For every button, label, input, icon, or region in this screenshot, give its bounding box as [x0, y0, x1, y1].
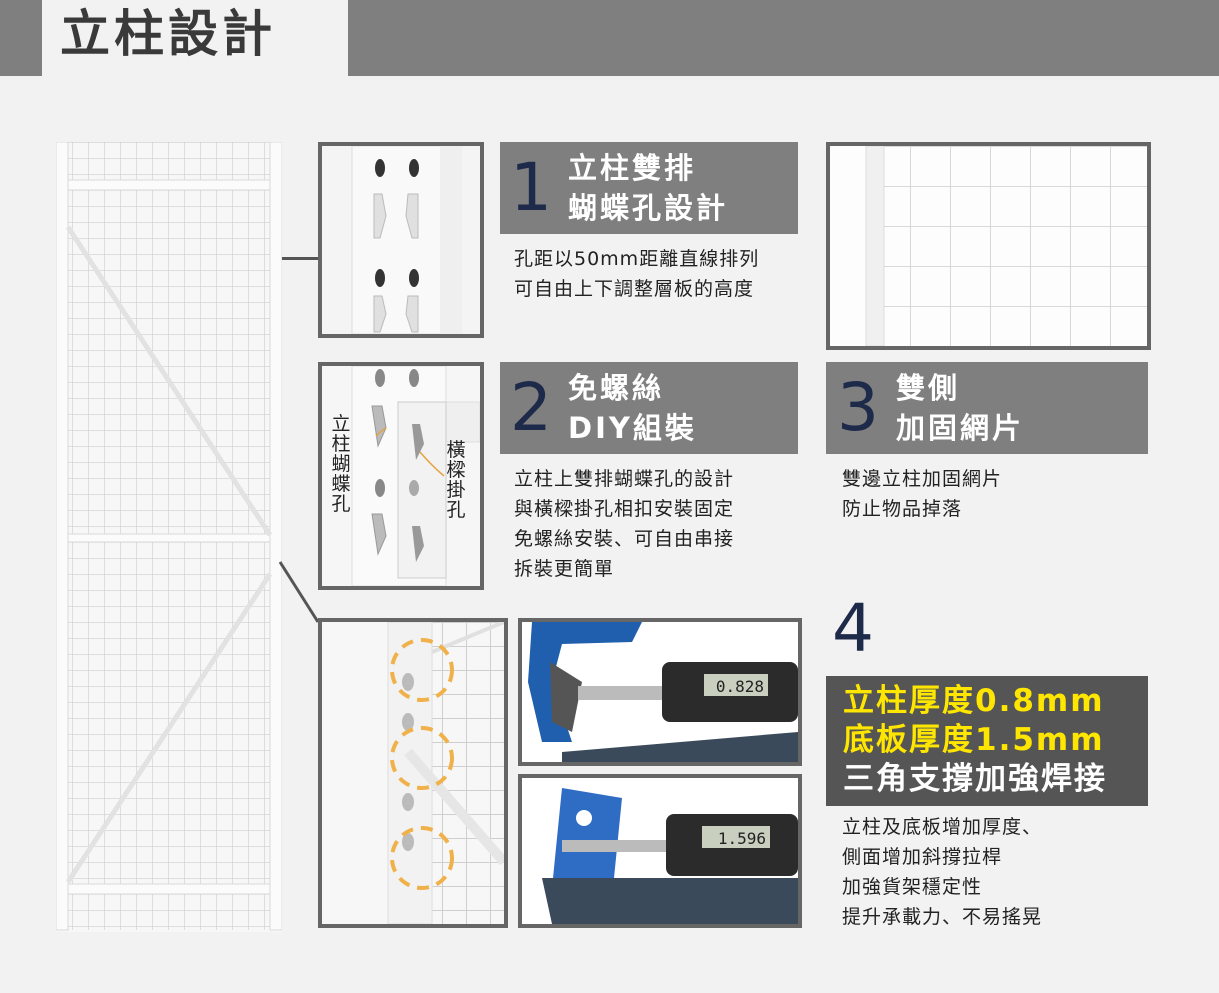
- desc-line: 防止物品掉落: [842, 498, 963, 520]
- step4-highlight-box: 立柱厚度0.8mm 底板厚度1.5mm 三角支撐加強焊接: [826, 676, 1148, 806]
- label-char: 蝴: [331, 453, 351, 475]
- label-char: 橫: [446, 439, 466, 461]
- post-holes-image: [318, 142, 484, 338]
- step1-title-line: 立柱雙排: [568, 151, 697, 185]
- label-beam-hook-hole: 橫 樑 掛 孔: [445, 440, 467, 520]
- desc-line: 立柱及底板增加厚度、: [842, 816, 1043, 838]
- micrometer-reading-2: 1.596: [718, 829, 766, 848]
- step1-number: 1: [510, 149, 552, 226]
- step2-header: 2 免螺絲 DIY組裝: [500, 362, 798, 454]
- label-char: 孔: [331, 493, 351, 515]
- desc-line: 免螺絲安裝、可自由串接: [514, 528, 735, 550]
- desc-line: 與橫樑掛孔相扣安裝固定: [514, 498, 735, 520]
- micrometer-post-image: 0.828: [518, 618, 802, 766]
- label-char: 柱: [331, 433, 351, 455]
- step1-title: 立柱雙排 蝴蝶孔設計: [562, 148, 728, 228]
- step4-number: 4: [832, 590, 874, 667]
- desc-line: 加強貨架穩定性: [842, 876, 983, 898]
- step1-description: 孔距以50mm距離直線排列 可自由上下調整層板的高度: [514, 244, 804, 304]
- desc-line: 雙邊立柱加固網片: [842, 468, 1003, 490]
- label-char: 掛: [446, 479, 466, 501]
- label-post-butterfly-hole: 立 柱 蝴 蝶 孔: [330, 414, 352, 514]
- step4-description: 立柱及底板增加厚度、 側面增加斜撐拉桿 加強貨架穩定性 提升承載力、不易搖晃: [842, 812, 1142, 932]
- step3-description: 雙邊立柱加固網片 防止物品掉落: [842, 464, 1142, 524]
- step2-number: 2: [510, 369, 552, 446]
- step3-title: 雙側 加固網片: [890, 368, 1024, 448]
- desc-line: 可自由上下調整層板的高度: [514, 278, 755, 300]
- step3-number: 3: [837, 369, 879, 446]
- step1-title-line: 蝴蝶孔設計: [568, 191, 729, 225]
- step1-header: 1 立柱雙排 蝴蝶孔設計: [500, 142, 798, 234]
- mesh-panel-image: [826, 142, 1151, 350]
- step2-title-line: 免螺絲: [568, 371, 665, 405]
- step2-title: 免螺絲 DIY組裝: [562, 368, 697, 448]
- beam-connection-image: [318, 362, 484, 590]
- desc-line: 立柱上雙排蝴蝶孔的設計: [514, 468, 735, 490]
- label-char: 蝶: [331, 473, 351, 495]
- page-title: 立柱設計: [60, 5, 276, 63]
- label-char: 樑: [446, 459, 466, 481]
- title-box: [42, 0, 348, 76]
- micrometer-base-image: 1.596: [518, 774, 802, 928]
- highlight-line: 立柱厚度0.8mm: [843, 683, 1105, 719]
- connector-line: [282, 257, 318, 260]
- desc-line: 提升承載力、不易搖晃: [842, 906, 1043, 928]
- step3-title-line: 雙側: [896, 371, 961, 405]
- step3-header: 3 雙側 加固網片: [826, 362, 1148, 454]
- highlight-line: 三角支撐加強焊接: [843, 761, 1107, 797]
- connector-diagonal: [278, 561, 320, 623]
- desc-line: 側面增加斜撐拉桿: [842, 846, 1003, 868]
- brace-welding-image: [318, 618, 508, 928]
- desc-line: 拆裝更簡單: [514, 558, 615, 580]
- micrometer-reading-1: 0.828: [716, 677, 764, 696]
- step2-title-line: DIY組裝: [568, 411, 697, 445]
- label-char: 孔: [446, 499, 466, 521]
- highlight-line: 底板厚度1.5mm: [843, 722, 1105, 758]
- label-char: 立: [331, 413, 351, 435]
- desc-line: 孔距以50mm距離直線排列: [514, 248, 760, 270]
- rack-illustration: [56, 142, 282, 932]
- step3-title-line: 加固網片: [896, 411, 1025, 445]
- step2-description: 立柱上雙排蝴蝶孔的設計 與橫樑掛孔相扣安裝固定 免螺絲安裝、可自由串接 拆裝更簡…: [514, 464, 804, 584]
